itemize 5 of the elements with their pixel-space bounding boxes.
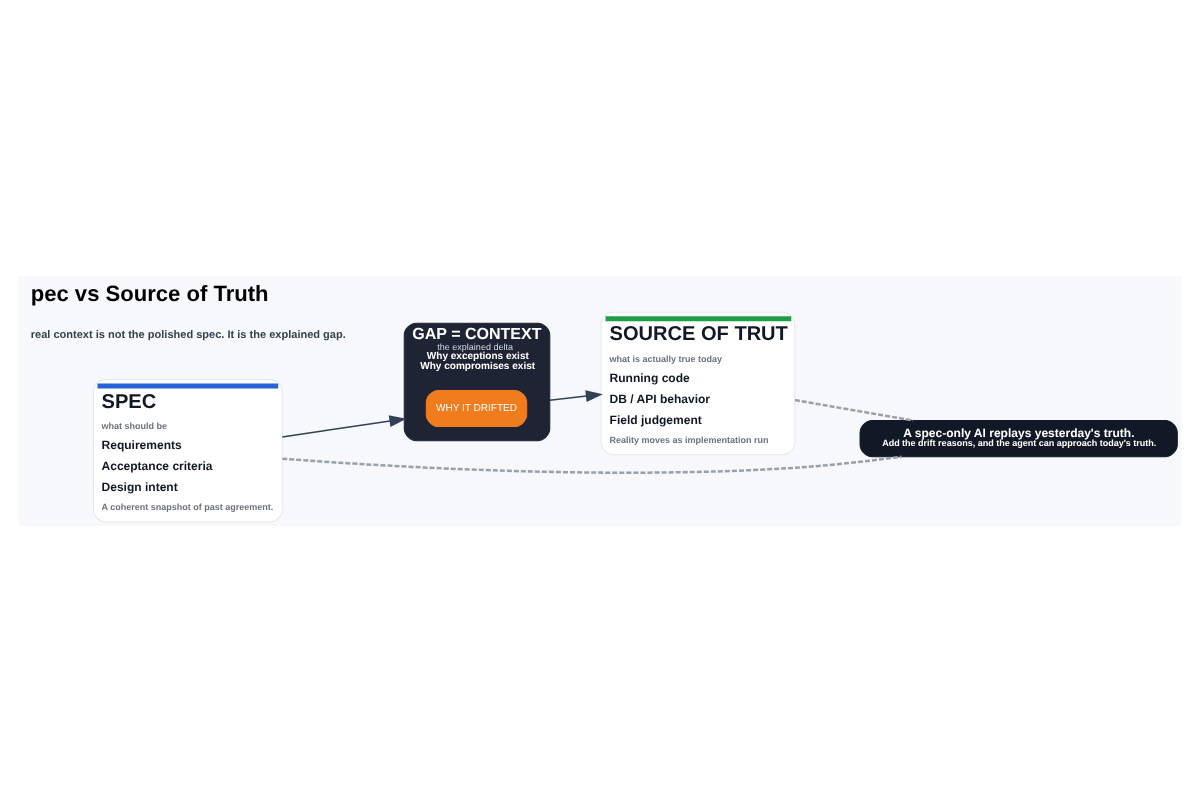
arrow — [549, 389, 603, 402]
connector — [282, 454, 902, 473]
arrow — [281, 414, 407, 437]
diagram-title: pec vs Source of Truth — [30, 281, 269, 306]
connector — [794, 397, 914, 421]
